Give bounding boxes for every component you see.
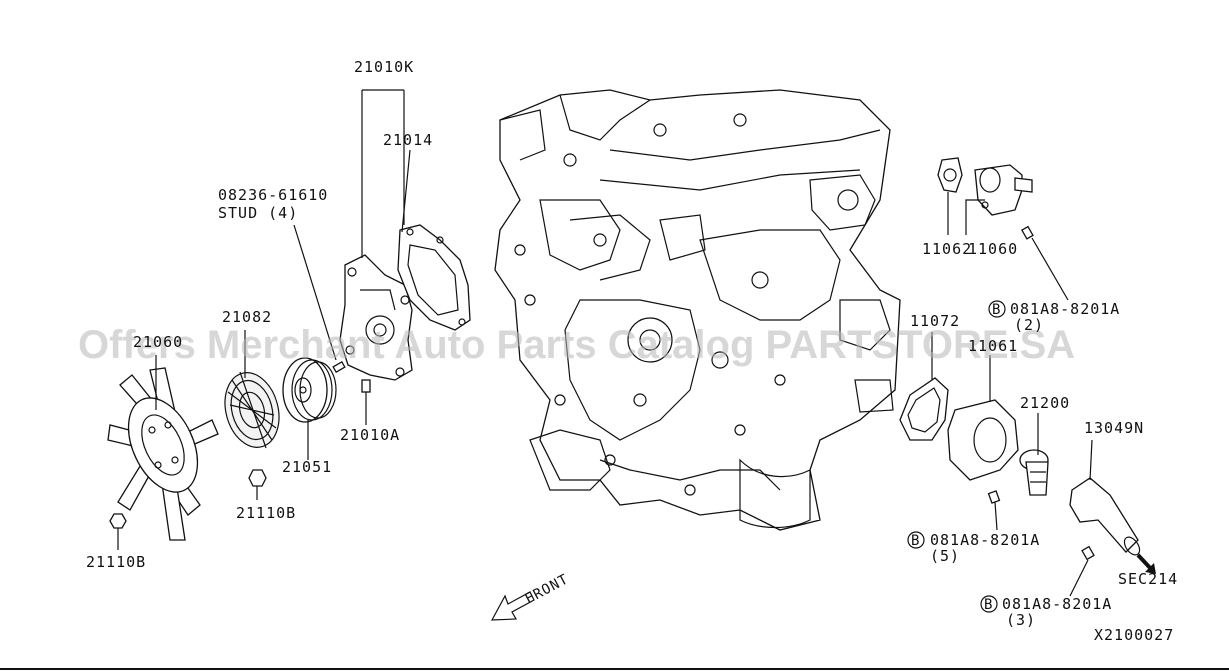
label-21110B-b: 21110B: [86, 553, 146, 571]
bolt-callout-1: B 081A8-8201A (2): [988, 300, 1120, 334]
label-21010A: 21010A: [340, 426, 400, 444]
bolt1-part: 081A8-8201A: [1010, 300, 1120, 318]
bolt3-part: 081A8-8201A: [1002, 595, 1112, 613]
engine-block: [494, 89, 901, 531]
label-stud-part: 08236-61610: [218, 186, 328, 204]
bolt2-qty: (5): [930, 547, 960, 565]
bolt-symbol-b: B: [911, 533, 920, 549]
bolt1-qty: (2): [1014, 316, 1044, 334]
bolt-13049N: [1081, 545, 1095, 561]
nut-21110B-a: [248, 469, 267, 487]
label-11061: 11061: [968, 337, 1018, 355]
bolt2-part: 081A8-8201A: [930, 531, 1040, 549]
label-stud-desc: STUD (4): [218, 204, 298, 222]
label-sec214: SEC214: [1118, 570, 1178, 588]
label-11062: 11062: [922, 240, 972, 258]
label-21082: 21082: [222, 308, 272, 326]
label-21051: 21051: [282, 458, 332, 476]
label-21010K: 21010K: [354, 58, 414, 76]
water-pump: [339, 254, 413, 381]
bolt-symbol-circle: [907, 531, 925, 549]
diagram-code: X2100027: [1094, 626, 1174, 644]
water-outlet-11060: [974, 164, 1033, 216]
nut-21110B-b: [109, 513, 127, 529]
sec214-arrow: [1136, 553, 1156, 574]
stud: [332, 361, 346, 373]
label-21014: 21014: [383, 131, 433, 149]
gasket-11062: [937, 157, 963, 193]
water-inlet-13049N: [1069, 477, 1141, 556]
label-11072: 11072: [910, 312, 960, 330]
front-arrow: FRONT: [490, 571, 572, 621]
label-21200: 21200: [1020, 394, 1070, 412]
bolt-symbol-circle: [980, 595, 998, 613]
label-21110B-a: 21110B: [236, 504, 296, 522]
bolt-11061: [987, 490, 1001, 504]
pulley: [282, 357, 337, 423]
bolt-callout-3: B 081A8-8201A (3): [980, 595, 1112, 629]
gasket-11072: [899, 377, 949, 441]
bolt-symbol-b: B: [984, 597, 993, 613]
leader-lines: [117, 89, 1093, 597]
thermostat-housing-11061: [947, 399, 1019, 481]
label-21060: 21060: [133, 333, 183, 351]
bolt-symbol-b: B: [992, 302, 1001, 318]
label-13049N: 13049N: [1084, 419, 1144, 437]
watermark: Offers Merchant Auto Parts Catalog PARTS…: [78, 323, 1075, 367]
bolt-symbol-circle: [988, 300, 1006, 318]
bolt-callout-2: B 081A8-8201A (5): [907, 531, 1040, 565]
fan-clutch: [224, 371, 280, 449]
label-11060: 11060: [968, 240, 1018, 258]
cooling-fan: [107, 367, 219, 541]
front-label: FRONT: [522, 571, 571, 607]
water-pump-gasket: [397, 224, 471, 331]
bolt3-qty: (3): [1006, 611, 1036, 629]
part-labels: 21010K 21014 08236-61610 STUD (4) 21082 …: [86, 58, 1178, 644]
bolt-11060: [1021, 225, 1034, 240]
thermostat-21200: [1019, 449, 1049, 496]
bolt-21010A: [361, 379, 371, 398]
